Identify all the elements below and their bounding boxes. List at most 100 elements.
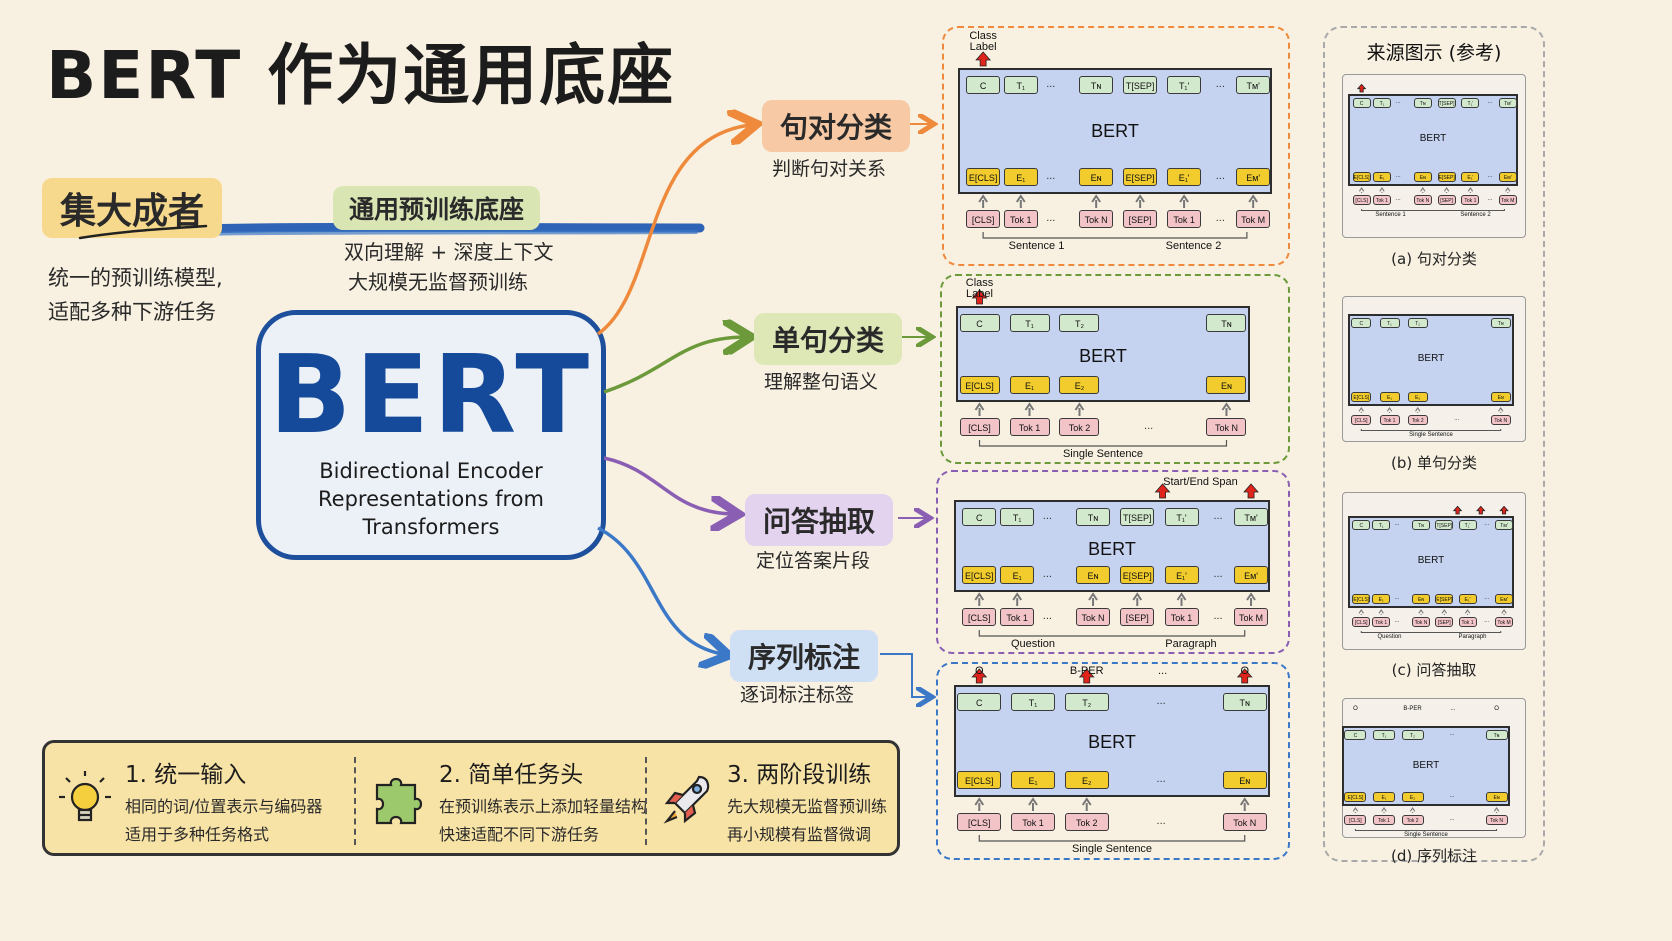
ref-single-segment-label-0: Single Sentence xyxy=(1409,431,1453,438)
task-seq-desc: 逐词标注标签 xyxy=(740,684,855,706)
diagram-pair-t-chip-3: Tɴ xyxy=(1079,76,1114,94)
diagram-seq-t-chip-1: T₁ xyxy=(1011,693,1055,711)
reference-caption-a: (a) 句对分类 xyxy=(1391,250,1477,268)
left-desc-line-2: 适配多种下游任务 xyxy=(48,300,216,324)
reference-panel xyxy=(1323,26,1545,862)
ref-pair-segment-bracket xyxy=(1361,209,1505,211)
diagram-pair-input-arrow-7 xyxy=(1248,194,1258,208)
ref-qa-input-arrow-4 xyxy=(1441,609,1447,615)
ref-qa-t-chip-4: T[SEP] xyxy=(1435,520,1454,530)
ref-qa-t-ellipsis-6: ... xyxy=(1484,521,1490,528)
diagram-qa-segment-label-1: Paragraph xyxy=(1165,638,1217,650)
diagram-pair-t-chip-4: T[SEP] xyxy=(1123,76,1158,94)
ref-seq-tag-1: B-PER xyxy=(1403,706,1422,712)
diagram-qa-e-chip-5: E₁' xyxy=(1164,566,1199,584)
diagram-pair-t-ellipsis-6: ... xyxy=(1215,78,1225,90)
ref-seq-e-chip-1: E₁ xyxy=(1373,792,1395,802)
diagram-single-output-arrow-0 xyxy=(971,289,988,305)
diagram-single-t-chip-1: T₁ xyxy=(1009,314,1050,332)
diagram-qa-t-chip-0: C xyxy=(962,508,997,526)
ref-single-e-chip-3: Eɴ xyxy=(1490,392,1511,402)
ref-qa-k-chip-7: Tok M xyxy=(1495,617,1514,627)
diagram-pair-input-arrow-1 xyxy=(1015,194,1026,208)
ref-qa-e-ellipsis-6: ... xyxy=(1484,595,1490,602)
ref-pair-e-ellipsis-2: ... xyxy=(1395,173,1401,180)
ref-pair-input-arrow-5 xyxy=(1467,187,1474,193)
ref-pair-k-chip-4: [SEP] xyxy=(1437,195,1456,205)
diagram-seq-segment-bracket xyxy=(978,835,1246,842)
task-seq-title: 序列标注 xyxy=(730,630,879,682)
diagram-qa-t-chip-3: Tɴ xyxy=(1076,508,1111,526)
ref-pair-k-chip-7: Tok M xyxy=(1498,195,1517,205)
ref-single-input-arrow-0 xyxy=(1358,407,1364,413)
ref-pair-e-chip-7: Eᴍ' xyxy=(1498,172,1517,182)
diagram-single-t-chip-0: C xyxy=(959,314,1000,332)
ref-pair-input-arrow-0 xyxy=(1358,187,1365,193)
diagram-seq-tag-3: O xyxy=(1240,665,1249,677)
ref-seq-input-arrow-4 xyxy=(1493,807,1500,813)
diagram-single-top-label-1: Label xyxy=(966,288,993,300)
diagram-seq-input-arrow-4 xyxy=(1239,797,1250,811)
features-box: 1. 统一输入 相同的词/位置表示与编码器 适用于多种任务格式 2. 简单任务头… xyxy=(42,740,900,856)
diagram-pair-e-chip-7: Eᴍ' xyxy=(1236,168,1271,186)
diagram-qa-e-chip-3: Eɴ xyxy=(1076,566,1111,584)
ref-single-k-ellipsis-3: ... xyxy=(1454,416,1460,423)
diagram-single-input-arrow-4 xyxy=(1221,402,1232,416)
diagram-pair-t-chip-0: C xyxy=(966,76,1001,94)
diagram-pair-segment-label-0: Sentence 1 xyxy=(1008,240,1065,252)
ref-qa-e-chip-5: E₁' xyxy=(1458,594,1477,604)
diagram-pair-t-chip-1: T₁ xyxy=(1003,76,1038,94)
ref-pair-k-chip-0: [CLS] xyxy=(1352,195,1371,205)
diagram-qa-e-chip-0: E[CLS] xyxy=(962,566,997,584)
diagram-seq-e-ellipsis-3: ... xyxy=(1156,773,1166,785)
ref-single-k-chip-0: [CLS] xyxy=(1351,415,1372,425)
diagram-qa-segment-bracket xyxy=(978,630,1246,637)
diagram-seq-e-chip-0: E[CLS] xyxy=(957,771,1002,789)
diagram-qa-e-chip-4: E[SEP] xyxy=(1120,566,1155,584)
diagram-pair-segment-label-1: Sentence 2 xyxy=(1165,240,1222,252)
diagram-qa-input-arrow-7 xyxy=(1246,592,1256,606)
diagram-pair-input-arrow-5 xyxy=(1179,194,1189,208)
ref-pair-e-chip-3: Eɴ xyxy=(1413,172,1432,182)
diagram-qa-e-chip-1: E₁ xyxy=(1000,566,1035,584)
ref-qa-k-chip-0: [CLS] xyxy=(1352,617,1371,627)
ref-seq-k-chip-0: [CLS] xyxy=(1344,815,1367,825)
panel-single xyxy=(940,274,1290,464)
ref-qa-segment-label-0: Question xyxy=(1377,633,1402,640)
diagram-seq-k-chip-0: [CLS] xyxy=(957,813,1002,831)
diagram-single-top-label-0: Class xyxy=(965,277,994,289)
ref-pair-bert-label: BERT xyxy=(1419,132,1447,144)
ref-seq-segment-bracket xyxy=(1354,829,1498,831)
ref-seq-t-chip-1: T₁ xyxy=(1373,730,1395,740)
diagram-qa-k-ellipsis-2: ... xyxy=(1042,610,1052,622)
ref-qa-k-ellipsis-2: ... xyxy=(1394,618,1400,625)
ref-qa-t-chip-7: Tᴍ' xyxy=(1495,520,1514,530)
diagram-qa-k-chip-5: Tok 1 xyxy=(1164,608,1199,626)
diagram-pair-input-arrow-4 xyxy=(1135,194,1145,208)
page-title: BERT 作为通用底座 xyxy=(46,37,676,114)
ref-single-e-chip-1: E₁ xyxy=(1379,392,1400,402)
ref-qa-input-arrow-7 xyxy=(1501,609,1507,615)
ref-single-input-arrow-4 xyxy=(1498,407,1504,413)
ref-seq-tag-3: O xyxy=(1494,706,1499,712)
ref-qa-output-arrow-2 xyxy=(1499,505,1509,515)
diagram-qa-k-chip-7: Tok M xyxy=(1234,608,1269,626)
diagram-pair-k-chip-5: Tok 1 xyxy=(1167,210,1202,228)
feature-3-line-1: 先大规模无监督预训练 xyxy=(727,797,888,816)
feature-2-line-1: 在预训练表示上添加轻量结构 xyxy=(439,797,648,816)
diagram-pair-segment-bracket xyxy=(982,232,1248,239)
bert-subtitle-line-2: Representations from xyxy=(318,487,544,511)
ref-single-segment-bracket xyxy=(1360,429,1502,431)
ref-pair-k-ellipsis-6: ... xyxy=(1487,196,1493,203)
diagram-qa-e-ellipsis-2: ... xyxy=(1042,568,1052,580)
diagram-qa-output-arrow-1 xyxy=(1243,483,1259,499)
connector-seq xyxy=(880,653,928,697)
ref-pair-t-chip-1: T₁ xyxy=(1373,98,1391,108)
bert-title: BERT xyxy=(268,333,594,458)
ref-single-bert-label: BERT xyxy=(1417,352,1445,364)
diagram-qa-input-arrow-0 xyxy=(974,592,985,606)
ref-single-t-chip-2: T₂ xyxy=(1407,318,1428,328)
diagram-qa-e-ellipsis-6: ... xyxy=(1213,568,1223,580)
